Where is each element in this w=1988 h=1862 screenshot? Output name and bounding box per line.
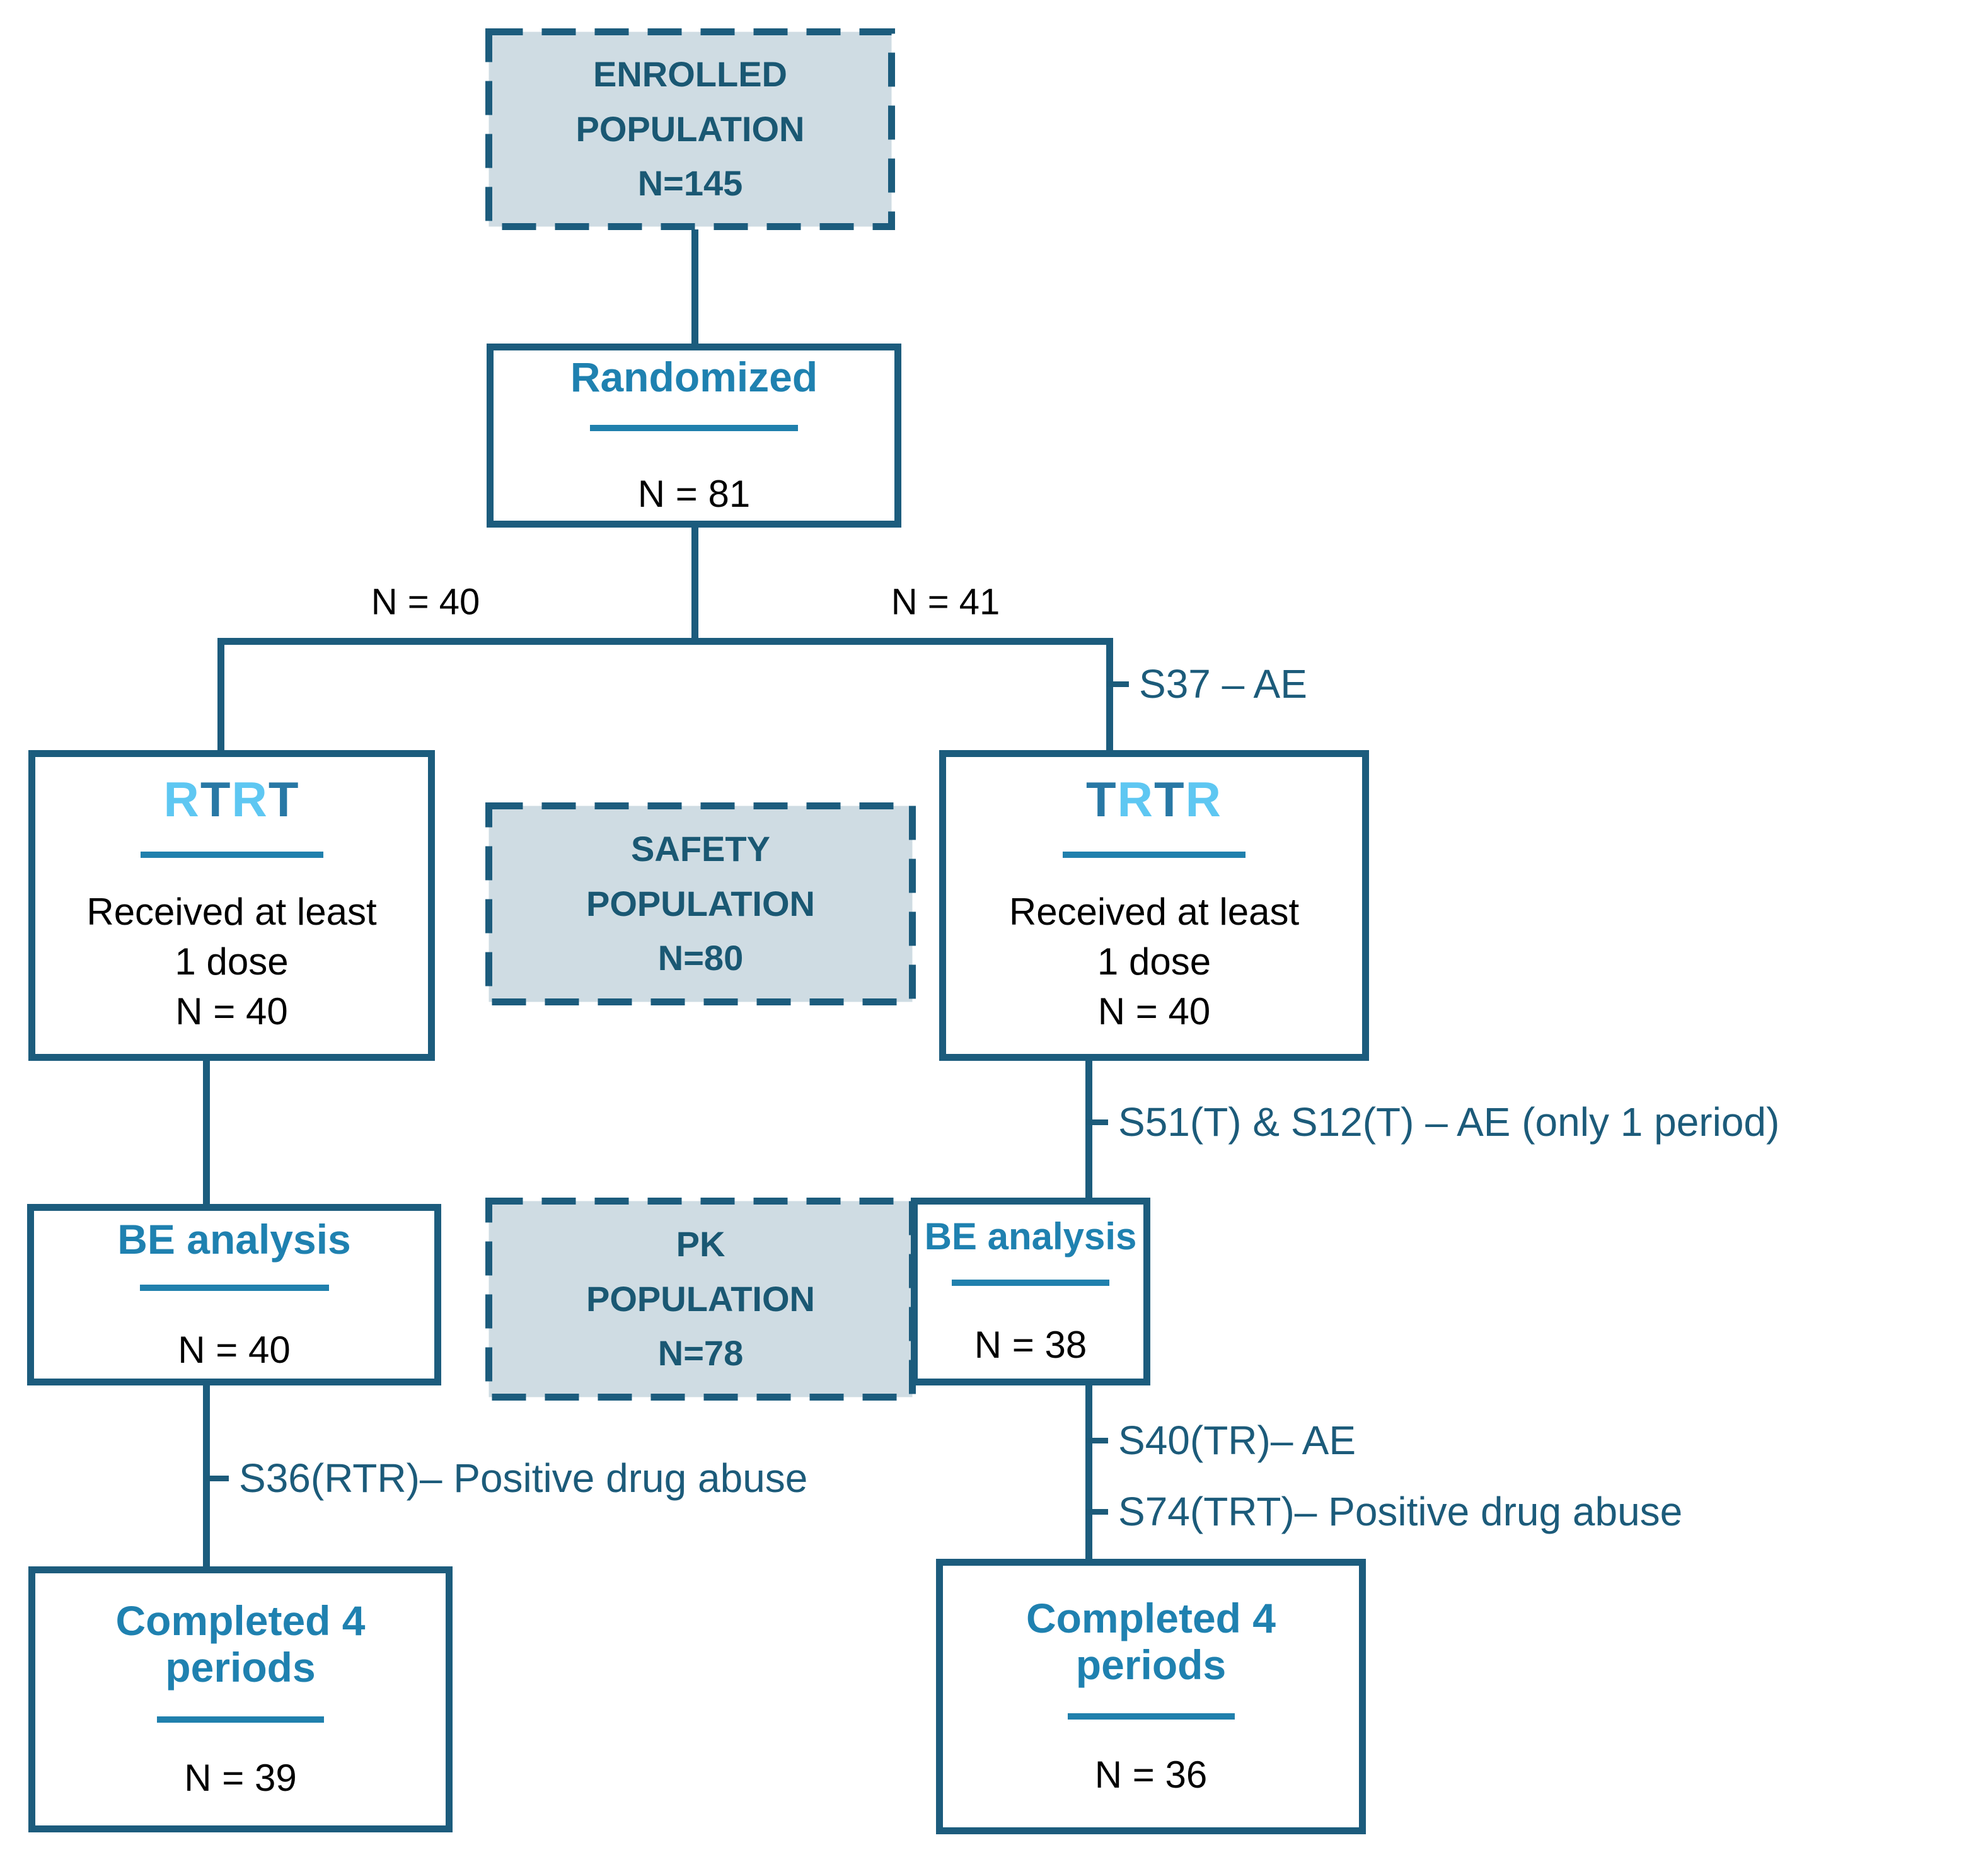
completed-right-title-line2: periods (1075, 1641, 1227, 1688)
completed-left-box: Completed 4 periods N = 39 (28, 1566, 453, 1832)
rtrt-n: N = 40 (175, 990, 288, 1033)
arm-letter: T (200, 771, 232, 827)
completed-right-box: Completed 4 periods N = 36 (936, 1559, 1366, 1834)
be-analysis-right-box: BE analysis N = 38 (911, 1198, 1150, 1385)
annotation-s40: S40(TR)– AE (1085, 1417, 1356, 1464)
trtr-body-line2: 1 dose (1097, 940, 1211, 983)
annotation-s36: S36(RTR)– Positive drug abuse (206, 1455, 807, 1501)
safety-line2: POPULATION (586, 883, 815, 923)
annotation-s40-label: S40(TR)– AE (1118, 1418, 1356, 1463)
connector-randomized-split (691, 525, 698, 642)
connector-split-horizontal (217, 638, 1113, 645)
rtrt-arm-box: RTRT Received at least 1 dose N = 40 (28, 750, 435, 1061)
randomized-n: N = 81 (637, 472, 751, 515)
annotation-s74: S74(TRT)– Positive drug abuse (1085, 1488, 1682, 1535)
title-underline (1067, 1713, 1235, 1720)
rtrt-body-line1: Received at least (86, 890, 377, 933)
pk-n: N=78 (657, 1333, 744, 1373)
annotation-s74-label: S74(TRT)– Positive drug abuse (1118, 1489, 1683, 1534)
pk-line1: PK (676, 1223, 725, 1264)
trtr-body-line1: Received at least (1008, 890, 1300, 933)
arm-letter: R (163, 771, 200, 827)
randomized-box: Randomized N = 81 (487, 344, 901, 528)
tick-dash (1085, 1437, 1108, 1443)
tick-dash (1085, 1119, 1108, 1125)
arm-letter: T (1086, 771, 1118, 827)
connector-split-left-drop (217, 638, 224, 751)
tick-dash (206, 1475, 229, 1481)
enrolled-line2: POPULATION (575, 108, 805, 149)
annotation-s37: S37 – AE (1106, 661, 1307, 707)
dashed-border (485, 1198, 916, 1401)
trtr-arm-box: TRTR Received at least 1 dose N = 40 (939, 750, 1369, 1061)
connector-enrolled-randomized (691, 229, 698, 345)
branch-n-left: N = 40 (371, 581, 480, 623)
dashed-border (485, 802, 916, 1005)
be-analysis-left-box: BE analysis N = 40 (27, 1204, 441, 1385)
title-underline (590, 424, 798, 431)
completed-left-title-line2: periods (165, 1644, 316, 1691)
safety-n: N=80 (657, 938, 744, 978)
enrolled-line1: ENROLLED (593, 54, 787, 94)
tick-dash (1085, 1508, 1108, 1515)
annotation-s37-label: S37 – AE (1139, 661, 1307, 707)
rtrt-body-line2: 1 dose (175, 940, 289, 983)
annotation-s36-label: S36(RTR)– Positive drug abuse (239, 1455, 808, 1501)
annotation-s51-label: S51(T) & S12(T) – AE (only 1 period) (1118, 1099, 1780, 1145)
completed-left-title-line1: Completed 4 (115, 1597, 366, 1645)
safety-line1: SAFETY (631, 828, 770, 869)
arm-letter: T (268, 771, 300, 827)
dashed-border (485, 28, 895, 230)
completed-left-n: N = 39 (184, 1756, 297, 1799)
rtrt-title: RTRT (164, 775, 300, 824)
connector-split-right-drop (1106, 638, 1113, 751)
connector-trtr-be (1085, 1059, 1092, 1200)
title-underline (140, 851, 323, 858)
arm-letter: R (1185, 771, 1222, 827)
be-right-n: N = 38 (974, 1323, 1087, 1366)
connector-rtrt-be (203, 1059, 210, 1206)
annotation-s51: S51(T) & S12(T) – AE (only 1 period) (1085, 1099, 1779, 1145)
connector-be-completed-right (1085, 1383, 1092, 1561)
enrolled-population-box: ENROLLED POPULATION N=145 (485, 28, 895, 230)
title-underline (1063, 851, 1245, 858)
title-underline (157, 1716, 324, 1723)
trtr-title: TRTR (1086, 775, 1222, 824)
tick-dash (1106, 681, 1129, 687)
be-left-n: N = 40 (178, 1328, 291, 1371)
completed-right-n: N = 36 (1094, 1754, 1208, 1796)
enrolled-n: N=145 (637, 163, 743, 204)
arm-letter: T (1154, 771, 1186, 827)
title-underline (139, 1284, 329, 1291)
be-left-title: BE analysis (117, 1216, 351, 1263)
be-right-title: BE analysis (924, 1215, 1137, 1258)
title-underline (952, 1279, 1109, 1286)
randomized-title: Randomized (570, 354, 818, 401)
pk-population-box: PK POPULATION N=78 (485, 1198, 916, 1401)
branch-n-right: N = 41 (891, 581, 1000, 623)
safety-population-box: SAFETY POPULATION N=80 (485, 802, 916, 1005)
trtr-n: N = 40 (1097, 990, 1211, 1033)
arm-letter: R (1117, 771, 1154, 827)
pk-line2: POPULATION (586, 1278, 815, 1319)
arm-letter: R (231, 771, 269, 827)
completed-right-title-line1: Completed 4 (1026, 1594, 1276, 1641)
